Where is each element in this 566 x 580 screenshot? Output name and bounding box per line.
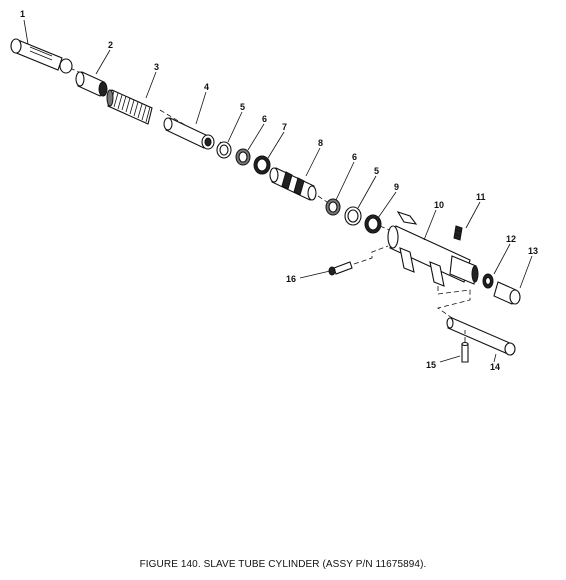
part-15-pin xyxy=(461,341,469,363)
callout-2: 2 xyxy=(108,40,113,50)
callout-10: 10 xyxy=(434,200,444,210)
callout-9: 9 xyxy=(394,182,399,192)
part-5-washer-second xyxy=(344,206,362,226)
callout-3: 3 xyxy=(154,62,159,72)
callout-6: 6 xyxy=(262,114,267,124)
part-8-piston xyxy=(269,167,317,201)
callout-16: 16 xyxy=(286,274,296,284)
part-9-ring xyxy=(364,214,382,234)
callout-12: 12 xyxy=(506,234,516,244)
callout-5: 5 xyxy=(240,102,245,112)
part-12-washer xyxy=(482,273,494,289)
part-7-ring xyxy=(253,155,271,175)
pin-path xyxy=(437,286,471,319)
part-11-screw xyxy=(453,225,463,241)
figure-caption: FIGURE 140. SLAVE TUBE CYLINDER (ASSY P/… xyxy=(139,559,427,570)
part-4-tube xyxy=(163,117,215,150)
callout-11: 11 xyxy=(476,192,486,202)
part-6-seal xyxy=(235,148,251,166)
callout-1: 1 xyxy=(20,9,25,19)
callout-6-second: 6 xyxy=(352,152,357,162)
callout-15: 15 xyxy=(426,360,436,370)
callout-8: 8 xyxy=(318,138,323,148)
part-2-bushing xyxy=(75,71,108,97)
part-5-washer xyxy=(216,141,232,159)
part-6-seal-second xyxy=(325,198,341,216)
part-14-pin xyxy=(446,317,516,356)
callout-5-second: 5 xyxy=(374,166,379,176)
part-16-bolt xyxy=(328,245,389,276)
callout-13: 13 xyxy=(528,246,538,256)
part-1-pin xyxy=(10,38,73,74)
part-10-cylinder-body xyxy=(387,211,479,287)
leader-lines xyxy=(23,19,533,363)
part-13-bolt xyxy=(493,281,521,305)
callout-4: 4 xyxy=(204,82,209,92)
callout-7: 7 xyxy=(282,122,287,132)
callout-14: 14 xyxy=(490,362,500,372)
part-3-spring xyxy=(106,89,153,125)
